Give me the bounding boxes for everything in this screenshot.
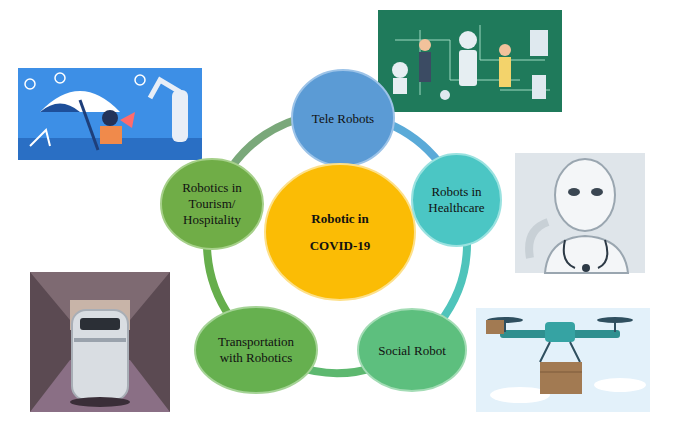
node-label: Tele Robots [312,111,374,127]
ring-arc [207,246,231,318]
ring-arc [387,123,439,163]
ring-arc [232,119,299,167]
circle-outline [264,163,416,301]
tourism-picture [18,68,202,160]
node-label: Social Robot [378,343,446,359]
ring-arc [439,240,467,323]
transportation-circle: Transportation with Robotics [194,306,318,394]
node-label: Robotics in Tourism/ Hospitality [172,180,252,229]
center-circle: Robotic in COVID-19 [264,163,416,301]
node-label: Robotic in COVID-19 [298,205,382,260]
circle-shape [195,307,317,393]
node-label: Transportation with Robotics [208,334,304,367]
tourism-circle: Robotics in Tourism/ Hospitality [160,158,264,250]
hotel-robot-picture [30,272,170,412]
circle-shape [161,159,263,249]
drone-picture [476,308,650,412]
healthcare-circle: Robots in Healthcare [411,153,502,247]
tele-robots-circle: Tele Robots [291,69,395,167]
circle-shape [265,164,415,300]
node-label: Robots in Healthcare [422,184,491,217]
tele-robots-picture [378,10,562,112]
social-robot-circle: Social Robot [357,308,467,392]
circle-shape [358,309,466,391]
circle-shape [292,70,394,166]
healthcare-robot-picture [515,153,645,273]
circle-shape [412,154,501,246]
